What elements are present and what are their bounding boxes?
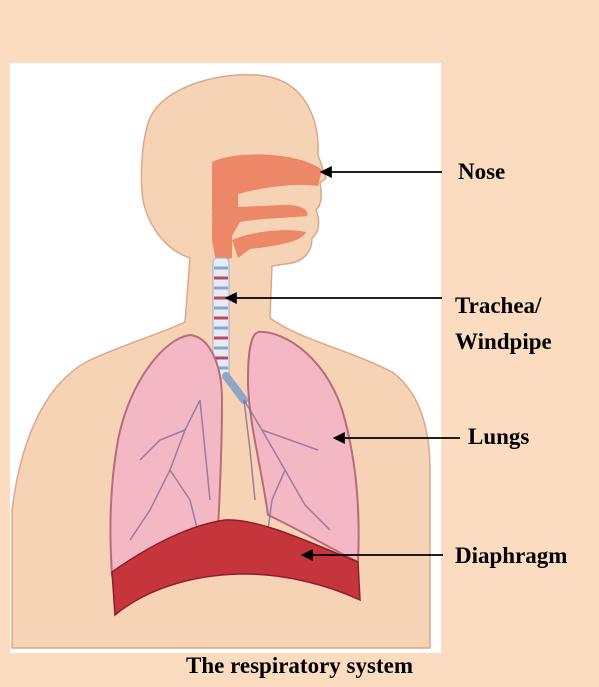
nose-label: Nose <box>458 155 505 188</box>
lungs-label: Lungs <box>468 420 529 453</box>
diaphragm-label: Diaphragm <box>455 539 567 572</box>
diagram-caption: The respiratory system <box>0 651 599 681</box>
trachea-label: Trachea/ <box>455 289 541 322</box>
windpipe-label: Windpipe <box>455 325 552 358</box>
